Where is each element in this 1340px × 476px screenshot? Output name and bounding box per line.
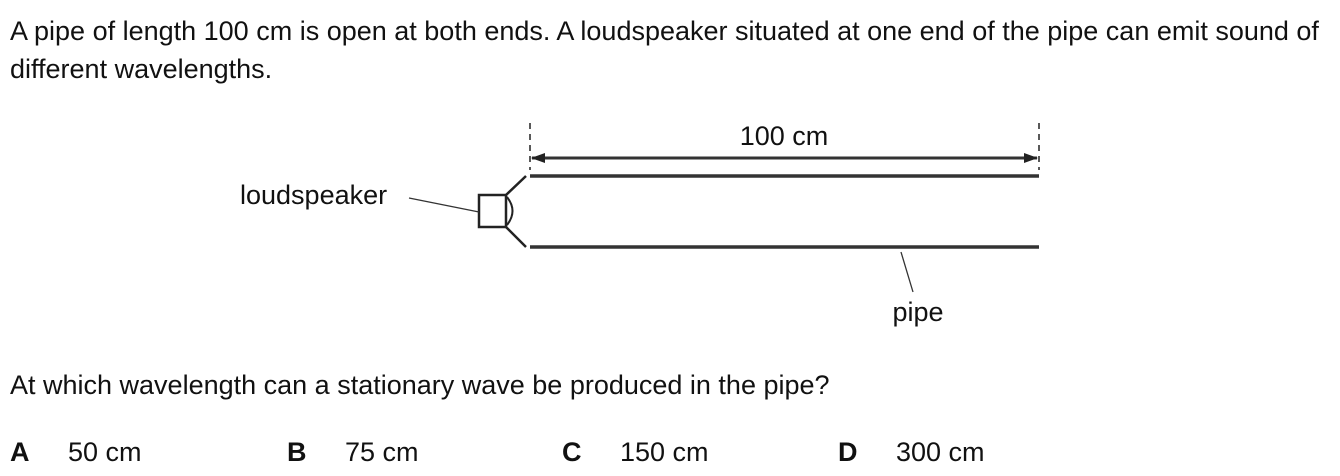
option-value: 300 cm <box>896 437 985 467</box>
loudspeaker-icon <box>477 175 527 248</box>
pipe-label: pipe <box>892 297 943 327</box>
speaker-leader-line <box>408 197 480 213</box>
option-letter: C <box>562 437 582 467</box>
option-value: 75 cm <box>345 437 419 467</box>
pipe-leader-line <box>900 251 914 293</box>
question-stem: A pipe of length 100 cm is open at both … <box>10 16 1319 84</box>
option-b[interactable]: B 75 cm <box>287 433 419 471</box>
option-letter: D <box>838 437 858 467</box>
length-label: 100 cm <box>740 121 829 151</box>
option-a[interactable]: A 50 cm <box>10 433 142 471</box>
speaker-label: loudspeaker <box>240 180 387 210</box>
option-letter: B <box>287 437 307 467</box>
option-letter: A <box>10 437 30 467</box>
option-value: 150 cm <box>620 437 709 467</box>
option-c[interactable]: C 150 cm <box>562 433 709 471</box>
option-value: 50 cm <box>68 437 142 467</box>
question-text: At which wavelength can a stationary wav… <box>10 370 830 400</box>
option-d[interactable]: D 300 cm <box>838 433 985 471</box>
